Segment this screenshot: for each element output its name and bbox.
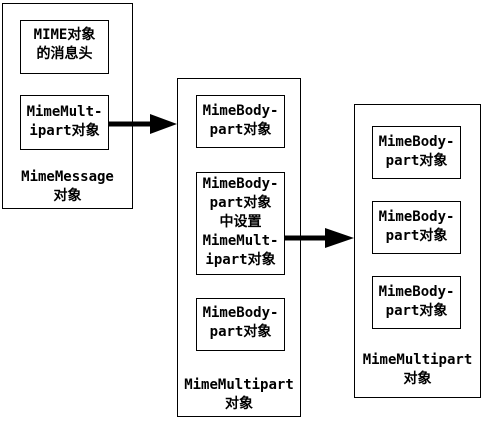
bodypart-bottom-box: [196, 298, 285, 351]
bodypart-3-box: [372, 276, 461, 329]
arrow-to-right-head: [325, 228, 354, 248]
bodypart-1-box: [372, 126, 461, 179]
mimemultipart-middle-label: MimeMultipart 对象: [184, 377, 294, 412]
bodypart-top-label: MimeBody- part对象: [202, 103, 279, 138]
bodypart-nested-box: [196, 172, 285, 275]
bodypart-2-label: MimeBody- part对象: [378, 209, 455, 244]
bodypart-bottom-label: MimeBody- part对象: [202, 305, 279, 340]
mime-header-box: [20, 20, 109, 74]
bodypart-3-label: MimeBody- part对象: [378, 284, 455, 319]
mimemultipart-box-label: MimeMult- ipart对象: [26, 104, 103, 139]
mime-header-label: MIME对象 的消息头: [33, 27, 96, 62]
bodypart-1-label: MimeBody- part对象: [378, 134, 455, 169]
mimemultipart-right-label: MimeMultipart 对象: [362, 352, 473, 387]
arrow-to-middle-head: [150, 114, 177, 134]
bodypart-2-box: [372, 201, 461, 254]
mimemessage-label: MimeMessage 对象: [21, 169, 114, 204]
mimemultipart-box: [20, 95, 109, 150]
bodypart-top-box: [196, 95, 285, 148]
bodypart-nested-label: MimeBody- part对象 中设置 MimeMult- ipart对象: [202, 176, 279, 268]
